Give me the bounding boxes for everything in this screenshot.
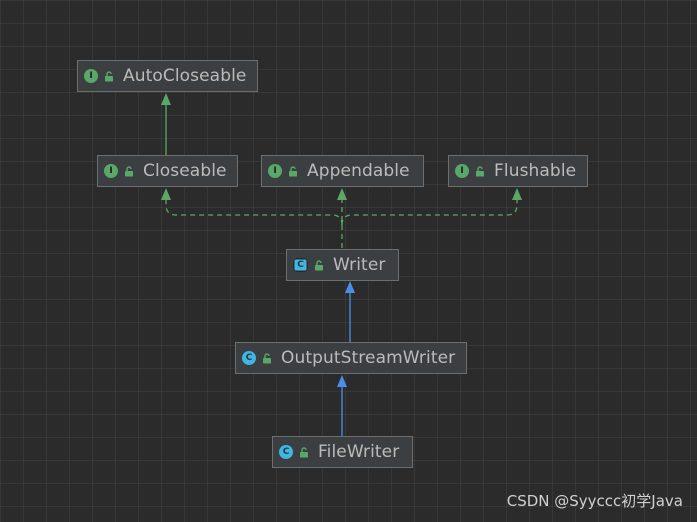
node-label: FileWriter xyxy=(318,442,400,462)
interface-icon: I xyxy=(268,164,282,178)
public-lock-icon xyxy=(125,166,133,177)
node-label: Closeable xyxy=(143,161,227,181)
node-autocloseable[interactable]: I AutoCloseable xyxy=(77,60,258,92)
public-lock-icon xyxy=(300,447,308,458)
edge-writer-closeable xyxy=(161,188,343,226)
node-label: Appendable xyxy=(307,161,410,181)
watermark: CSDN @Syyccc初学Java xyxy=(506,492,683,510)
node-label: OutputStreamWriter xyxy=(281,348,456,368)
node-filewriter[interactable]: C FileWriter xyxy=(272,436,413,468)
class-icon: C xyxy=(242,351,256,365)
public-lock-icon xyxy=(476,166,484,177)
class-icon: C xyxy=(279,445,293,459)
node-label: Writer xyxy=(333,255,386,275)
node-label: AutoCloseable xyxy=(123,66,247,86)
interface-icon: I xyxy=(104,164,118,178)
edge-writer-flushable xyxy=(341,188,522,226)
public-lock-icon xyxy=(289,166,297,177)
public-lock-icon xyxy=(315,260,323,271)
public-lock-icon xyxy=(105,71,113,82)
node-outputstreamwriter[interactable]: C OutputStreamWriter xyxy=(235,342,467,374)
node-closeable[interactable]: I Closeable xyxy=(97,155,238,187)
node-flushable[interactable]: I Flushable xyxy=(448,155,588,187)
interface-icon: I xyxy=(84,69,98,83)
public-lock-icon xyxy=(263,353,271,364)
node-writer[interactable]: C Writer xyxy=(286,249,399,281)
node-appendable[interactable]: I Appendable xyxy=(261,155,424,187)
node-label: Flushable xyxy=(494,161,577,181)
abstract-class-icon: C xyxy=(293,258,308,272)
interface-icon: I xyxy=(455,164,469,178)
